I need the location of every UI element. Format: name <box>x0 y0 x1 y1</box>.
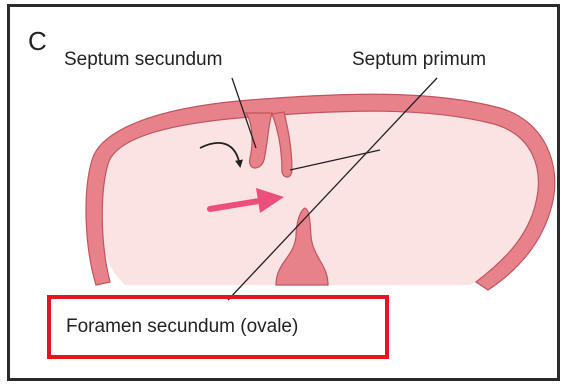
label-septum-primum: Septum primum <box>352 49 486 71</box>
atrial-chamber <box>97 104 542 285</box>
label-septum-secundum: Septum secundum <box>64 49 222 71</box>
label-foramen-secundum: Foramen secundum (ovale) <box>66 316 298 338</box>
panel-letter: C <box>28 26 47 57</box>
